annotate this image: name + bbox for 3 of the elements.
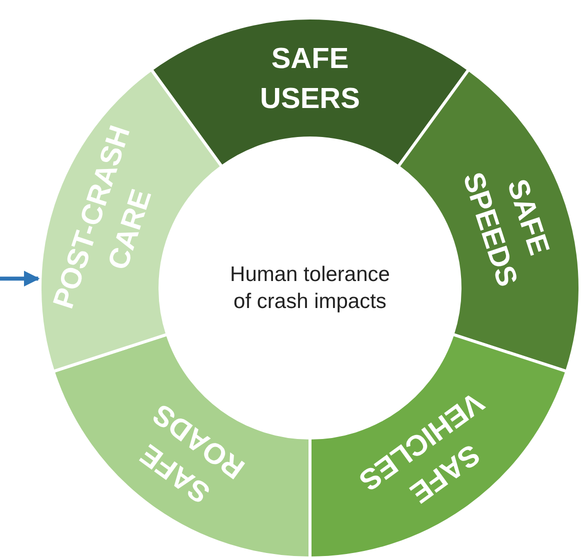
segment-label: SAFE USERS bbox=[260, 43, 360, 115]
center-text: Human tolerance of crash impacts bbox=[229, 262, 391, 315]
arrow bbox=[0, 270, 40, 287]
